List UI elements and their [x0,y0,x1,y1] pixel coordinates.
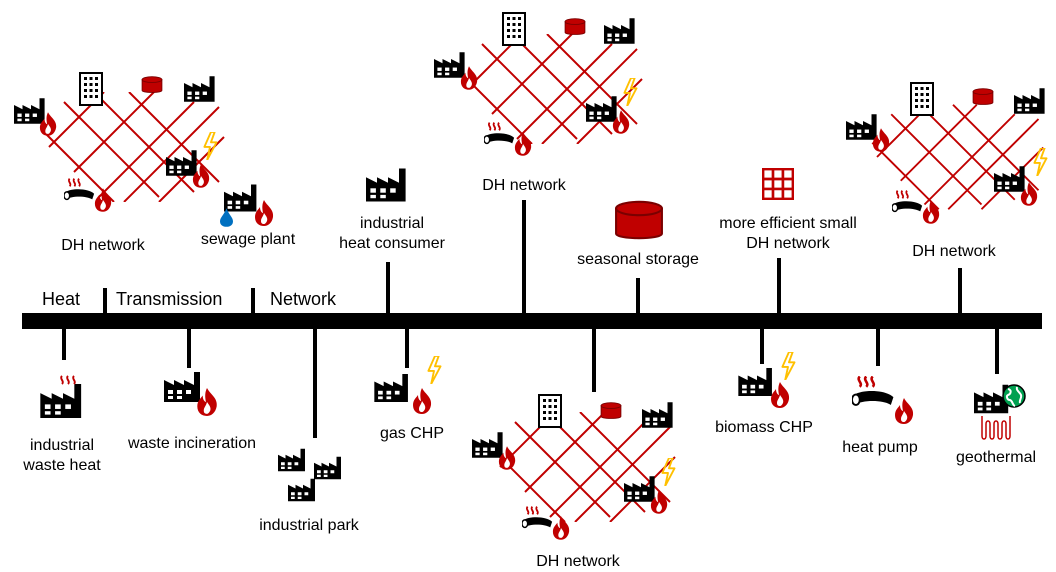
factory-icon [374,374,412,402]
label-waste-incineration: waste incineration [127,435,257,452]
factory-icon [1014,88,1048,114]
stem-dh-network-2 [522,200,526,314]
heat-pump-icon [852,376,896,408]
stem-industrial-heat-consumer [386,262,390,314]
label-industrial-park: industrial park [259,517,359,534]
water-drop-icon [220,208,233,227]
heat-pump-icon [64,178,96,202]
building-icon [79,72,103,106]
lightning-icon [202,132,218,160]
flame-icon [412,388,432,414]
stem-dh-network-4 [592,328,596,392]
label-small-dh-network-1: more efficient small [719,215,857,232]
globe-icon [1002,384,1026,408]
label-geothermal: geothermal [955,449,1037,466]
heat-pump-icon [484,122,516,146]
dh-network-cluster-3 [846,82,1056,232]
flame-icon [498,446,516,470]
building-icon [910,82,934,116]
flame-icon [192,164,210,188]
stem-small-dh-network [777,258,781,314]
label-gas-chp: gas CHP [379,425,445,442]
storage-tank-icon [614,200,664,242]
flame-icon [1020,182,1038,206]
geothermal-coil-icon [981,416,1011,440]
flame-icon [254,200,274,226]
stem-geothermal [995,328,999,374]
label-dh-network-4: DH network [536,553,620,570]
stem-biomass-chp [760,328,764,364]
segment-network: Network [270,289,337,309]
flame-icon [39,112,57,136]
label-seasonal-storage: seasonal storage [577,251,699,268]
flame-icon [770,382,790,408]
label-biomass-chp: biomass CHP [715,419,813,436]
label-sewage-plant: sewage plant [200,231,296,248]
factory-icon [604,18,638,44]
building-icon [538,394,562,428]
factory-icon [278,448,308,472]
dh-network-cluster-4 [470,394,680,544]
stem-industrial-park [313,328,317,438]
transmission-backbone-line [22,313,1042,329]
building-icon [502,12,526,46]
heat-pump-icon [522,506,554,530]
stem-seasonal-storage [636,278,640,314]
flame-icon [650,490,668,514]
lightning-icon [660,458,676,486]
label-dh-network-1: DH network [61,237,145,254]
storage-tank-icon [600,402,622,420]
stem-heat-pump [876,328,880,366]
label-dh-network-3: DH network [912,243,996,260]
flame-icon [872,128,890,152]
heat-waves-icon [60,375,76,385]
lightning-icon [1032,148,1048,176]
stem-waste-incineration [187,328,191,368]
dh-network-cluster-1 [14,72,224,222]
lightning-icon [780,352,796,380]
storage-tank-icon [564,18,586,36]
flame-icon [196,388,218,416]
flame-icon [514,132,532,156]
flame-icon [552,516,570,540]
label-industrial-heat-consumer-2: heat consumer [339,235,445,252]
dh-network-cluster-2 [432,12,642,162]
factory-icon [642,402,676,428]
label-industrial-heat-consumer-1: industrial [359,215,425,232]
label-heat-pump: heat pump [842,439,918,456]
stem-industrial-waste-heat [62,328,66,360]
lightning-icon [622,78,638,106]
flame-icon [922,200,940,224]
label-dh-network-2: DH network [482,177,566,194]
stem-dh-network-1 [103,288,107,314]
lightning-icon [426,356,442,384]
factory-icon [314,456,344,480]
heat-pump-icon [892,190,924,214]
stem-sewage-plant [251,288,255,314]
segment-transmission: Transmission [116,289,223,309]
grid-icon [762,168,794,200]
flame-icon [94,188,112,212]
stem-dh-network-3 [958,268,962,314]
flame-icon [894,398,914,424]
label-industrial-waste-heat-1: industrial [29,437,95,454]
flame-icon [612,110,630,134]
factory-icon [288,478,318,502]
storage-tank-icon [972,88,994,106]
flame-icon [460,66,478,90]
storage-tank-icon [141,76,163,94]
factory-icon [184,76,218,102]
label-industrial-waste-heat-2: waste heat [23,457,101,474]
factory-icon [40,384,86,418]
stem-gas-chp [405,328,409,368]
factory-icon [366,168,410,202]
segment-heat: Heat [42,289,81,309]
label-small-dh-network-2: DH network [746,235,830,252]
